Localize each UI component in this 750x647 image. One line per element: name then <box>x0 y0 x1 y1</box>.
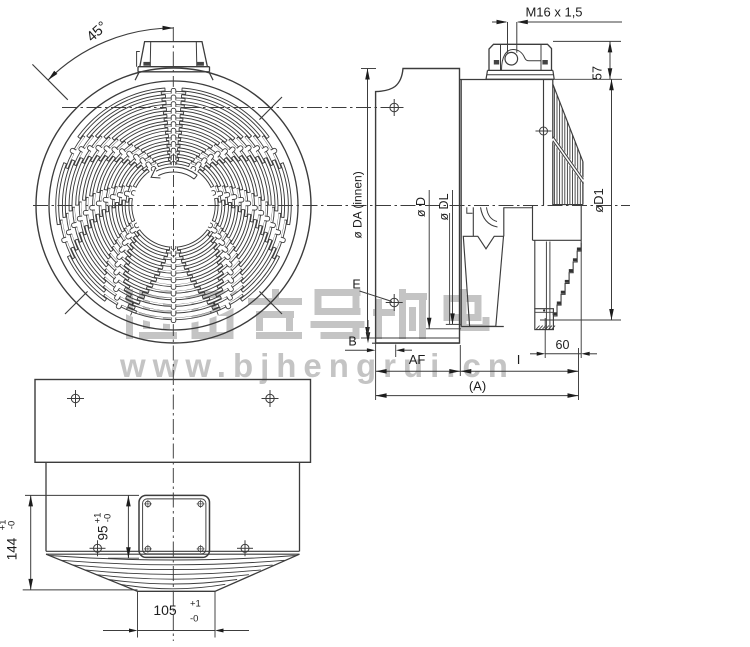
svg-text:ø DA (innen): ø DA (innen) <box>351 171 365 238</box>
svg-text:øD1: øD1 <box>591 188 606 213</box>
svg-text:144: 144 <box>5 537 20 560</box>
svg-text:AF: AF <box>409 352 426 367</box>
svg-text:B: B <box>348 335 356 349</box>
svg-text:-0: -0 <box>7 521 18 529</box>
svg-text:E: E <box>352 278 360 292</box>
svg-text:ø DL: ø DL <box>437 193 451 220</box>
svg-text:+1: +1 <box>0 520 9 531</box>
svg-text:-0: -0 <box>103 514 114 522</box>
svg-text:www.bjhengrui.cn: www.bjhengrui.cn <box>119 347 515 384</box>
svg-text:60: 60 <box>556 338 570 352</box>
svg-text:-0: -0 <box>190 614 198 625</box>
svg-text:95: 95 <box>96 525 111 540</box>
svg-text:I: I <box>517 352 521 367</box>
svg-text:57: 57 <box>591 66 605 80</box>
svg-text:105: 105 <box>153 602 177 618</box>
svg-text:+1: +1 <box>190 599 201 610</box>
svg-text:M16 x 1,5: M16 x 1,5 <box>525 5 582 20</box>
svg-text:(A): (A) <box>469 379 486 394</box>
svg-text:+1: +1 <box>93 513 104 524</box>
svg-text:ø D: ø D <box>414 197 428 217</box>
